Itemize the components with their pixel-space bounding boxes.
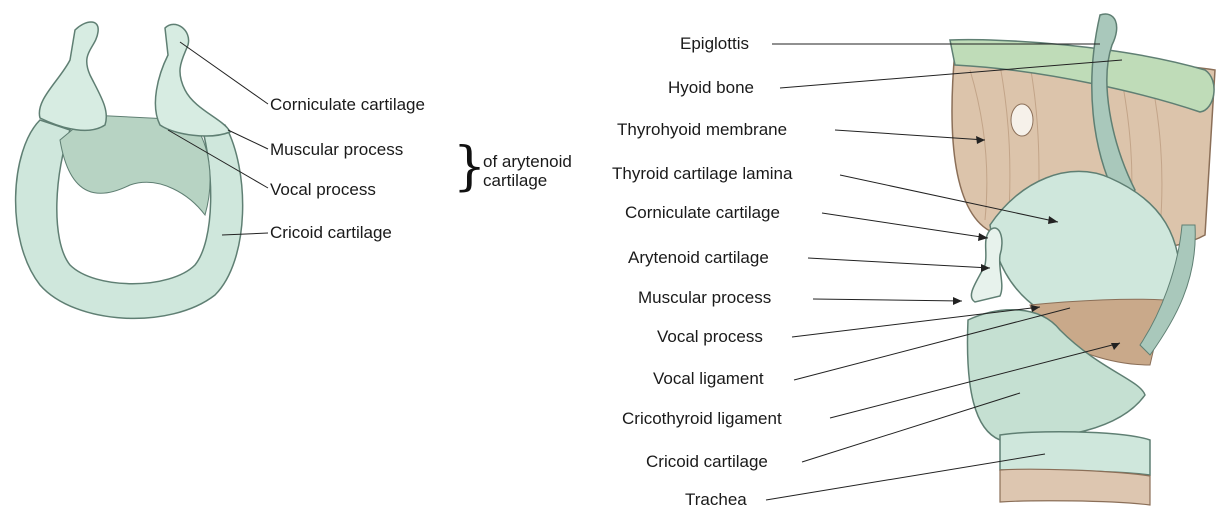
brace-icon: } — [453, 141, 486, 193]
label-epiglottis: Epiglottis — [680, 34, 749, 54]
label-cartilage: cartilage — [483, 171, 547, 191]
larynx-illustration — [950, 14, 1215, 505]
leader-corniculate-right — [822, 213, 988, 238]
label-muscular-process-left: Muscular process — [270, 140, 403, 160]
label-cricoid-cartilage-left: Cricoid cartilage — [270, 223, 392, 243]
left-arytenoid-illustration — [39, 22, 106, 130]
label-thyrohyoid-membrane: Thyrohyoid membrane — [617, 120, 787, 140]
cricoid-ring-illustration — [16, 115, 243, 318]
leader-muscular-right — [813, 299, 962, 301]
leader-arytenoid — [808, 258, 990, 268]
label-vocal-process-right: Vocal process — [657, 327, 763, 347]
label-arytenoid-cartilage: Arytenoid cartilage — [628, 248, 769, 268]
leader-corniculate-left — [180, 42, 268, 104]
label-trachea: Trachea — [685, 490, 747, 510]
label-corniculate-cartilage-right: Corniculate cartilage — [625, 203, 780, 223]
label-of-arytenoid: of arytenoid — [483, 152, 572, 172]
label-cricoid-cartilage-right: Cricoid cartilage — [646, 452, 768, 472]
label-hyoid-bone: Hyoid bone — [668, 78, 754, 98]
label-vocal-ligament: Vocal ligament — [653, 369, 764, 389]
right-arytenoid-illustration — [155, 24, 230, 136]
label-muscular-process-right: Muscular process — [638, 288, 771, 308]
label-cricothyroid-ligament: Cricothyroid ligament — [622, 409, 782, 429]
label-vocal-process-left: Vocal process — [270, 180, 376, 200]
label-thyroid-cartilage-lamina: Thyroid cartilage lamina — [612, 164, 792, 184]
label-corniculate-cartilage-left: Corniculate cartilage — [270, 95, 425, 115]
